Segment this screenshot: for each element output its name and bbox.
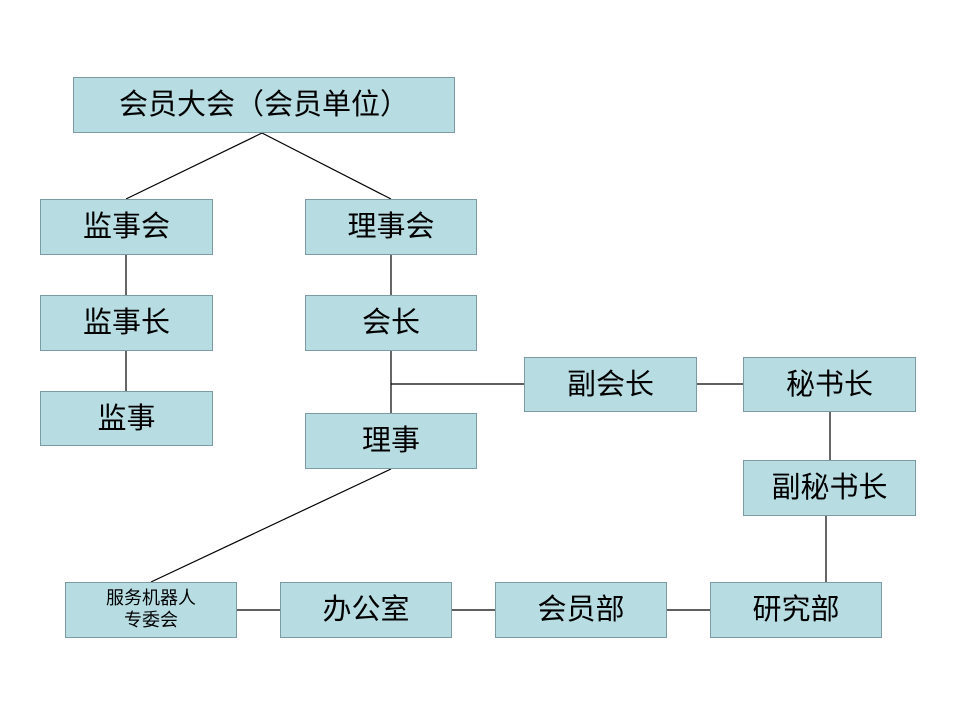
node-vice-president: 副会长 — [524, 357, 697, 412]
node-director: 理事 — [305, 413, 477, 469]
node-secretary-general: 秘书长 — [743, 357, 916, 412]
node-council: 理事会 — [305, 199, 477, 255]
node-membership-dept: 会员部 — [495, 582, 667, 638]
robot-committee-line2: 专委会 — [124, 610, 178, 631]
node-research-dept: 研究部 — [710, 582, 882, 638]
node-assembly: 会员大会（会员单位） — [73, 77, 455, 133]
connector-assembly-supervisory — [125, 132, 263, 200]
node-president: 会长 — [305, 295, 477, 351]
node-office: 办公室 — [280, 582, 452, 638]
robot-committee-line1: 服务机器人 — [106, 587, 196, 609]
connector-director-robot — [150, 468, 392, 583]
connector-assembly-council — [261, 132, 392, 200]
node-deputy-secretary-general: 副秘书长 — [743, 460, 916, 516]
node-supervisory-board: 监事会 — [40, 199, 213, 255]
node-robot-committee: 服务机器人 专委会 — [65, 582, 237, 638]
node-supervisor: 监事 — [40, 391, 213, 446]
node-chief-supervisor: 监事长 — [40, 295, 213, 351]
